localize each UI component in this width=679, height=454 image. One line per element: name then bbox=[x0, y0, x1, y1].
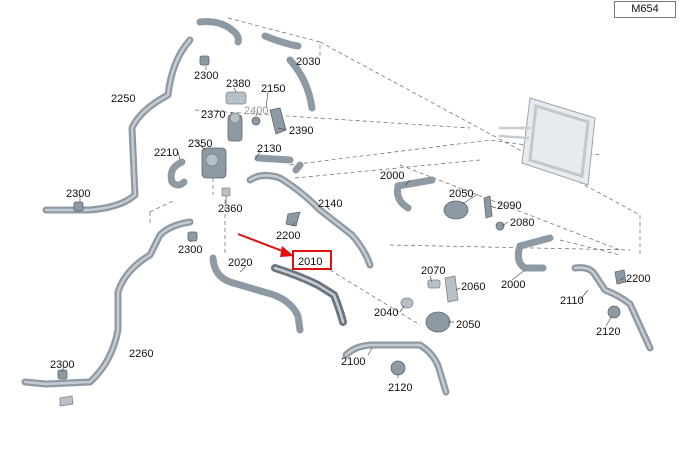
label-2090: 2090 bbox=[497, 200, 521, 212]
label-2250: 2250 bbox=[111, 93, 135, 105]
bracket-2090 bbox=[483, 195, 493, 219]
label-2070: 2070 bbox=[421, 265, 445, 277]
heater-core bbox=[498, 97, 596, 186]
clip-2300b bbox=[73, 201, 84, 212]
label-2150: 2150 bbox=[261, 83, 285, 95]
pump-2050b bbox=[425, 311, 451, 333]
label-2030: 2030 bbox=[296, 56, 320, 68]
clip-2070 bbox=[427, 279, 441, 289]
label-2000-b: 2000 bbox=[501, 279, 525, 291]
label-2040: 2040 bbox=[374, 307, 398, 319]
label-2050-b: 2050 bbox=[456, 319, 480, 331]
label-2140: 2140 bbox=[318, 198, 342, 210]
label-2300-a: 2300 bbox=[194, 70, 218, 82]
hoses bbox=[21, 18, 654, 396]
clip-2360 bbox=[221, 187, 231, 197]
label-2390: 2390 bbox=[289, 125, 313, 137]
label-2120-b: 2120 bbox=[388, 382, 412, 394]
label-2080: 2080 bbox=[510, 217, 534, 229]
label-2010[interactable]: 2010 bbox=[298, 256, 322, 268]
label-2400: 2400 bbox=[244, 105, 268, 117]
hose-2030-upper bbox=[196, 18, 242, 46]
label-2260: 2260 bbox=[129, 348, 153, 360]
label-2350: 2350 bbox=[188, 138, 212, 150]
clamp-2120b bbox=[390, 360, 406, 376]
clip-2200a bbox=[285, 211, 301, 227]
leader-lines bbox=[61, 66, 625, 378]
clip-2300c bbox=[187, 231, 198, 242]
bracket-2380 bbox=[225, 91, 247, 105]
clamp-2120a bbox=[607, 305, 621, 319]
label-2020: 2020 bbox=[228, 257, 252, 269]
bracket-2390 bbox=[269, 107, 287, 135]
highlight-annotation bbox=[237, 233, 332, 270]
label-2200-b: 2200 bbox=[626, 273, 650, 285]
label-2300-c: 2300 bbox=[178, 244, 202, 256]
screw-2080 bbox=[495, 221, 505, 231]
components bbox=[57, 55, 627, 407]
part-labels: 2030 2300 2380 2150 2250 2400 2370 2390 … bbox=[50, 56, 650, 394]
label-2210: 2210 bbox=[154, 147, 178, 159]
label-2060: 2060 bbox=[461, 281, 485, 293]
sensor-2400 bbox=[251, 116, 261, 126]
label-2200-a: 2200 bbox=[276, 230, 300, 242]
highlight-arrow-shaft bbox=[237, 233, 286, 253]
label-2370: 2370 bbox=[201, 109, 225, 121]
clip-2300a bbox=[199, 55, 210, 66]
bracket-2060 bbox=[444, 275, 459, 303]
pump-2050a bbox=[443, 200, 469, 220]
label-2300-d: 2300 bbox=[50, 359, 74, 371]
label-2000-a: 2000 bbox=[380, 170, 404, 182]
label-2120-a: 2120 bbox=[596, 326, 620, 338]
clip-2200b bbox=[614, 269, 627, 285]
label-2380: 2380 bbox=[226, 78, 250, 90]
label-2050-a: 2050 bbox=[449, 188, 473, 200]
highlight-box bbox=[292, 250, 332, 270]
label-2100: 2100 bbox=[341, 356, 365, 368]
highlight-arrow-head bbox=[280, 246, 294, 257]
label-2300-b: 2300 bbox=[66, 188, 90, 200]
label-2110: 2110 bbox=[560, 295, 584, 307]
clamp-2040 bbox=[400, 297, 414, 309]
model-code-box: M654 bbox=[614, 1, 676, 18]
label-2360: 2360 bbox=[218, 203, 242, 215]
label-2130: 2130 bbox=[257, 143, 281, 155]
